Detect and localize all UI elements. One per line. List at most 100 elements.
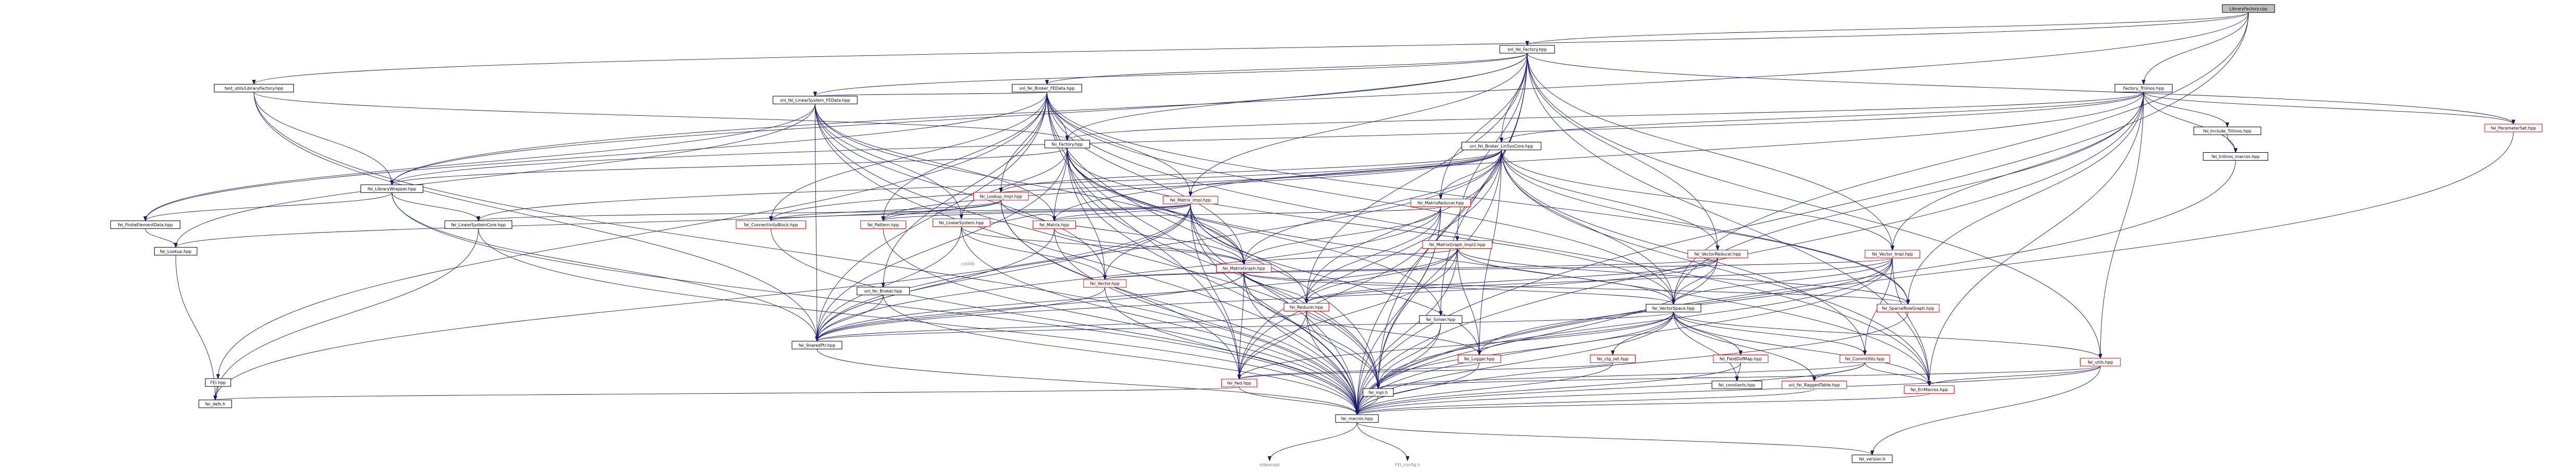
node-brokerlsc[interactable]: snl_fei_Broker_LinSysCore.hpp (1461, 141, 1542, 150)
node-macros[interactable]: fei_macros.hpp (1335, 414, 1379, 423)
dependency-edge (215, 204, 1191, 400)
node-fei[interactable]: FEI.hpp (205, 378, 231, 387)
node-lookupimpl[interactable]: fei_Lookup_Impl.hpp (973, 192, 1029, 201)
dependency-edge (145, 228, 176, 248)
node-fielddof[interactable]: fei_FieldDofMap.hpp (1713, 355, 1768, 363)
node-matrix[interactable]: fei_Matrix.hpp (1033, 220, 1076, 229)
dependency-edge (1908, 92, 2144, 305)
dependency-edge (1067, 53, 1528, 140)
dependency-edge (1479, 150, 1502, 355)
dependency-edge (253, 92, 1357, 415)
edge-arrowhead (143, 216, 147, 222)
dependency-edge (1378, 150, 1502, 389)
node-box (1645, 303, 1701, 312)
dependency-edge (2143, 12, 2249, 84)
edge-arrowhead (1103, 275, 1107, 281)
node-errmacros[interactable]: fei_ErrMacros.hpp (1904, 385, 1955, 394)
node-connblock[interactable]: fei_ConnectivityBlock.hpp (736, 220, 806, 229)
node-libwrap[interactable]: fei_LibraryWrapper.hpp (360, 184, 424, 193)
node-ctgset[interactable]: fei_ctg_set.hpp (1590, 355, 1636, 363)
node-version[interactable]: fei_version.h (1852, 454, 1893, 463)
edge-arrowhead (2234, 148, 2238, 153)
node-box (154, 247, 197, 256)
dependency-edge (1046, 92, 1909, 305)
node-paramset[interactable]: fei_ParameterSet.hpp (2484, 124, 2543, 132)
node-broker[interactable]: snl_fei_Broker.hpp (857, 287, 910, 296)
node-libfac[interactable]: LibraryFactory.cpp (2222, 4, 2275, 13)
node-box (932, 218, 990, 227)
node-label: fei_Factory.hpp (1051, 142, 1083, 147)
node-lookup[interactable]: fei_Lookup.hpp (154, 247, 197, 256)
dependency-edge (1239, 312, 1674, 379)
node-shptr[interactable]: fei_SharedPtr.hpp (791, 341, 843, 349)
dependency-edge (1269, 422, 1357, 461)
node-stdexcept: stdexcept (1259, 463, 1280, 467)
dependency-edge (1239, 248, 1458, 379)
node-box (2114, 84, 2173, 93)
node-label: snl_fei_RaggedTable.hpp (1789, 383, 1840, 387)
node-fieldeff[interactable]: fei_FiniteElementData.hpp (110, 220, 181, 229)
node-box (1781, 381, 1847, 390)
node-box (1687, 250, 1748, 259)
node-brokerfe[interactable]: snl_fei_Broker_FEData.hpp (1012, 84, 1082, 93)
node-raggedtable[interactable]: snl_fei_RaggedTable.hpp (1781, 381, 1847, 390)
node-solver[interactable]: fei_Solver.hpp (1419, 315, 1463, 324)
dependency-edge (816, 349, 1357, 415)
node-matreducer[interactable]: fei_MatrixReducer.hpp (1410, 199, 1471, 208)
dependency-edge (1356, 393, 1930, 415)
dependency-edge (1306, 206, 1441, 303)
dependency-edge (1239, 272, 1244, 379)
dependency-edge (1306, 53, 1528, 303)
node-reducer[interactable]: fei_Reducer.hpp (1283, 303, 1330, 312)
node-lsc[interactable]: fei_LinearSystemCore.hpp (444, 220, 513, 229)
node-constants[interactable]: fei_constants.hpp (1712, 381, 1763, 390)
node-matimpl[interactable]: fei_Matrix_Impl.hpp (1162, 196, 1218, 204)
node-pattern[interactable]: fei_Pattern.hpp (860, 220, 906, 229)
node-matgraphimpl[interactable]: fei_MatrixGraph_Impl2.hpp (1422, 240, 1493, 249)
node-linsys[interactable]: fei_LinearSystem.hpp (932, 218, 990, 227)
dependency-edge (478, 203, 1191, 221)
dependency-edge (1929, 366, 2101, 386)
edge-arrowhead (813, 91, 818, 97)
node-vecimpl[interactable]: fei_Vector_Impl.hpp (1864, 250, 1921, 259)
dependency-edge (1046, 92, 1930, 386)
node-stdfac[interactable]: snl_fei_Factory.hpp (1499, 45, 1555, 54)
dependency-edge (1243, 272, 1909, 305)
edge-arrowhead (1439, 195, 1443, 200)
node-vector[interactable]: fei_Vector.hpp (1083, 279, 1127, 288)
node-label: fei_defs.h (205, 402, 226, 406)
node-commutils[interactable]: fei_CommUtils.hpp (1839, 355, 1890, 363)
node-box (973, 192, 1029, 201)
node-vecspace[interactable]: fei_VectorSpace.hpp (1645, 303, 1701, 312)
edge-arrowhead (1355, 410, 1359, 416)
dependency-edge (175, 255, 216, 400)
node-incltri[interactable]: fei_Include_Trilinos.hpp (2193, 126, 2261, 135)
node-logger[interactable]: fei_Logger.hpp (1457, 355, 1501, 363)
dependency-edge (883, 295, 1357, 415)
node-box (1012, 84, 1082, 93)
node-linsysfe[interactable]: snl_fei_LinearSystem_FEData.hpp (773, 95, 858, 104)
dependency-edge (1356, 258, 1893, 415)
dependency-edge (145, 92, 1047, 221)
node-trimacros[interactable]: fei_trilinos_macros.hpp (2203, 152, 2269, 161)
dependency-edge (1046, 53, 1528, 84)
node-matgraph[interactable]: fei_MatrixGraph.hpp (1216, 264, 1272, 273)
dependency-edge (1356, 366, 2101, 415)
node-spfg[interactable]: fei_SparseRowGraph.hpp (1876, 303, 1940, 312)
dependency-edge (1243, 206, 1441, 264)
node-utils[interactable]: fei_utils.hpp (2080, 358, 2121, 367)
node-mpi[interactable]: fei_mpi.h (1363, 388, 1394, 397)
dependency-edge (391, 12, 2249, 185)
dependency-edge (175, 104, 815, 248)
node-feiconfig: FEI_config.h (1395, 463, 1420, 467)
node-fac[interactable]: fei_Factory.hpp (1044, 140, 1090, 149)
node-factrilinos[interactable]: Factory_Trilinos.hpp (2114, 84, 2173, 93)
node-vecreducer[interactable]: fei_VectorReducer.hpp (1687, 250, 1748, 259)
node-defs[interactable]: fei_defs.h (199, 399, 232, 408)
dependency-edge (1356, 362, 1865, 415)
dependency-edge (1067, 148, 1106, 280)
node-box (1864, 250, 1921, 259)
dependency-edge (1054, 203, 1191, 221)
node-testlib[interactable]: test_utils/LibraryFactory.hpp (214, 84, 294, 93)
node-fwd[interactable]: fei_fwd.hpp (1221, 379, 1257, 387)
